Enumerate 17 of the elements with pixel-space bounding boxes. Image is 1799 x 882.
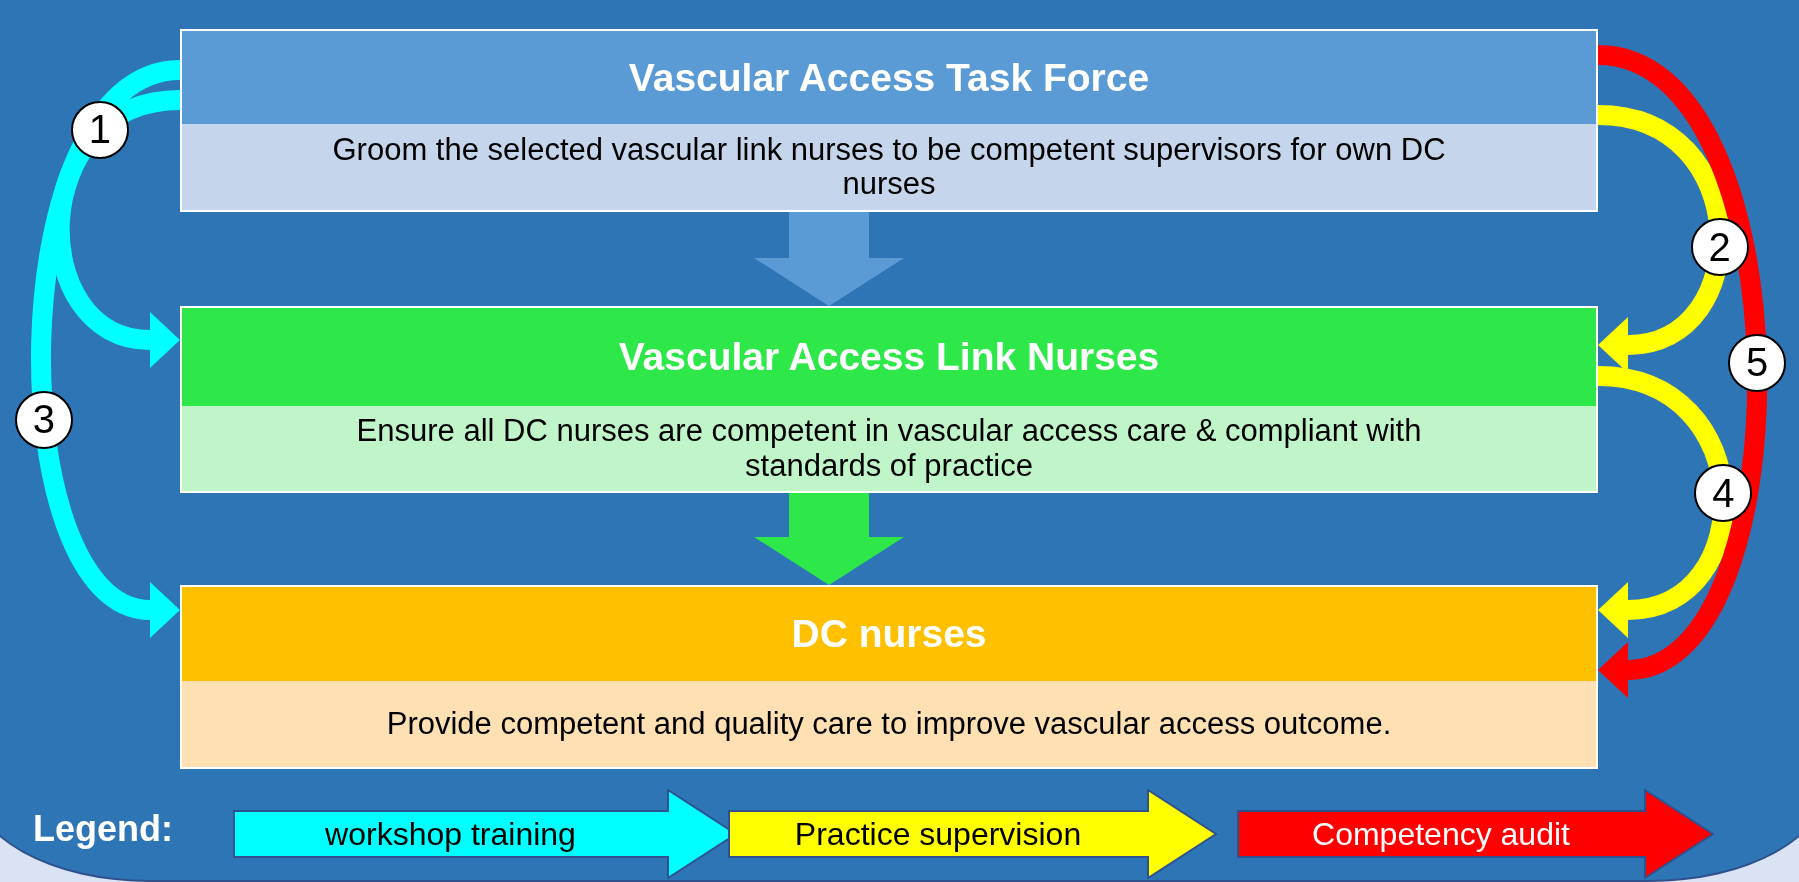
curved-arrow — [31, 60, 183, 637]
legend-label: Competency audit — [1311, 814, 1571, 854]
box-heading: Vascular Access Task Force — [182, 31, 1596, 124]
box-description: Ensure all DC nurses are competent in vascular access care & compliant with standards of practice — [182, 406, 1596, 491]
process-box — [180, 29, 1598, 212]
box-description: Provide competent and quality care to improve vascular access outcome. — [182, 681, 1596, 767]
process-box — [180, 585, 1598, 769]
curved-arrow — [1595, 45, 1767, 697]
legend-title: Legend: — [33, 808, 173, 850]
box-heading: DC nurses — [182, 587, 1596, 681]
box-description: Groom the selected vascular link nurses to be competent supervisors for own DC nurses — [182, 124, 1596, 210]
block-arrow — [754, 212, 904, 306]
box-heading: Vascular Access Link Nurses — [182, 308, 1596, 406]
legend-label: Practice supervision — [793, 814, 1083, 854]
process-box — [180, 306, 1598, 493]
legend-label: workshop training — [324, 814, 577, 854]
block-arrow — [754, 493, 904, 585]
